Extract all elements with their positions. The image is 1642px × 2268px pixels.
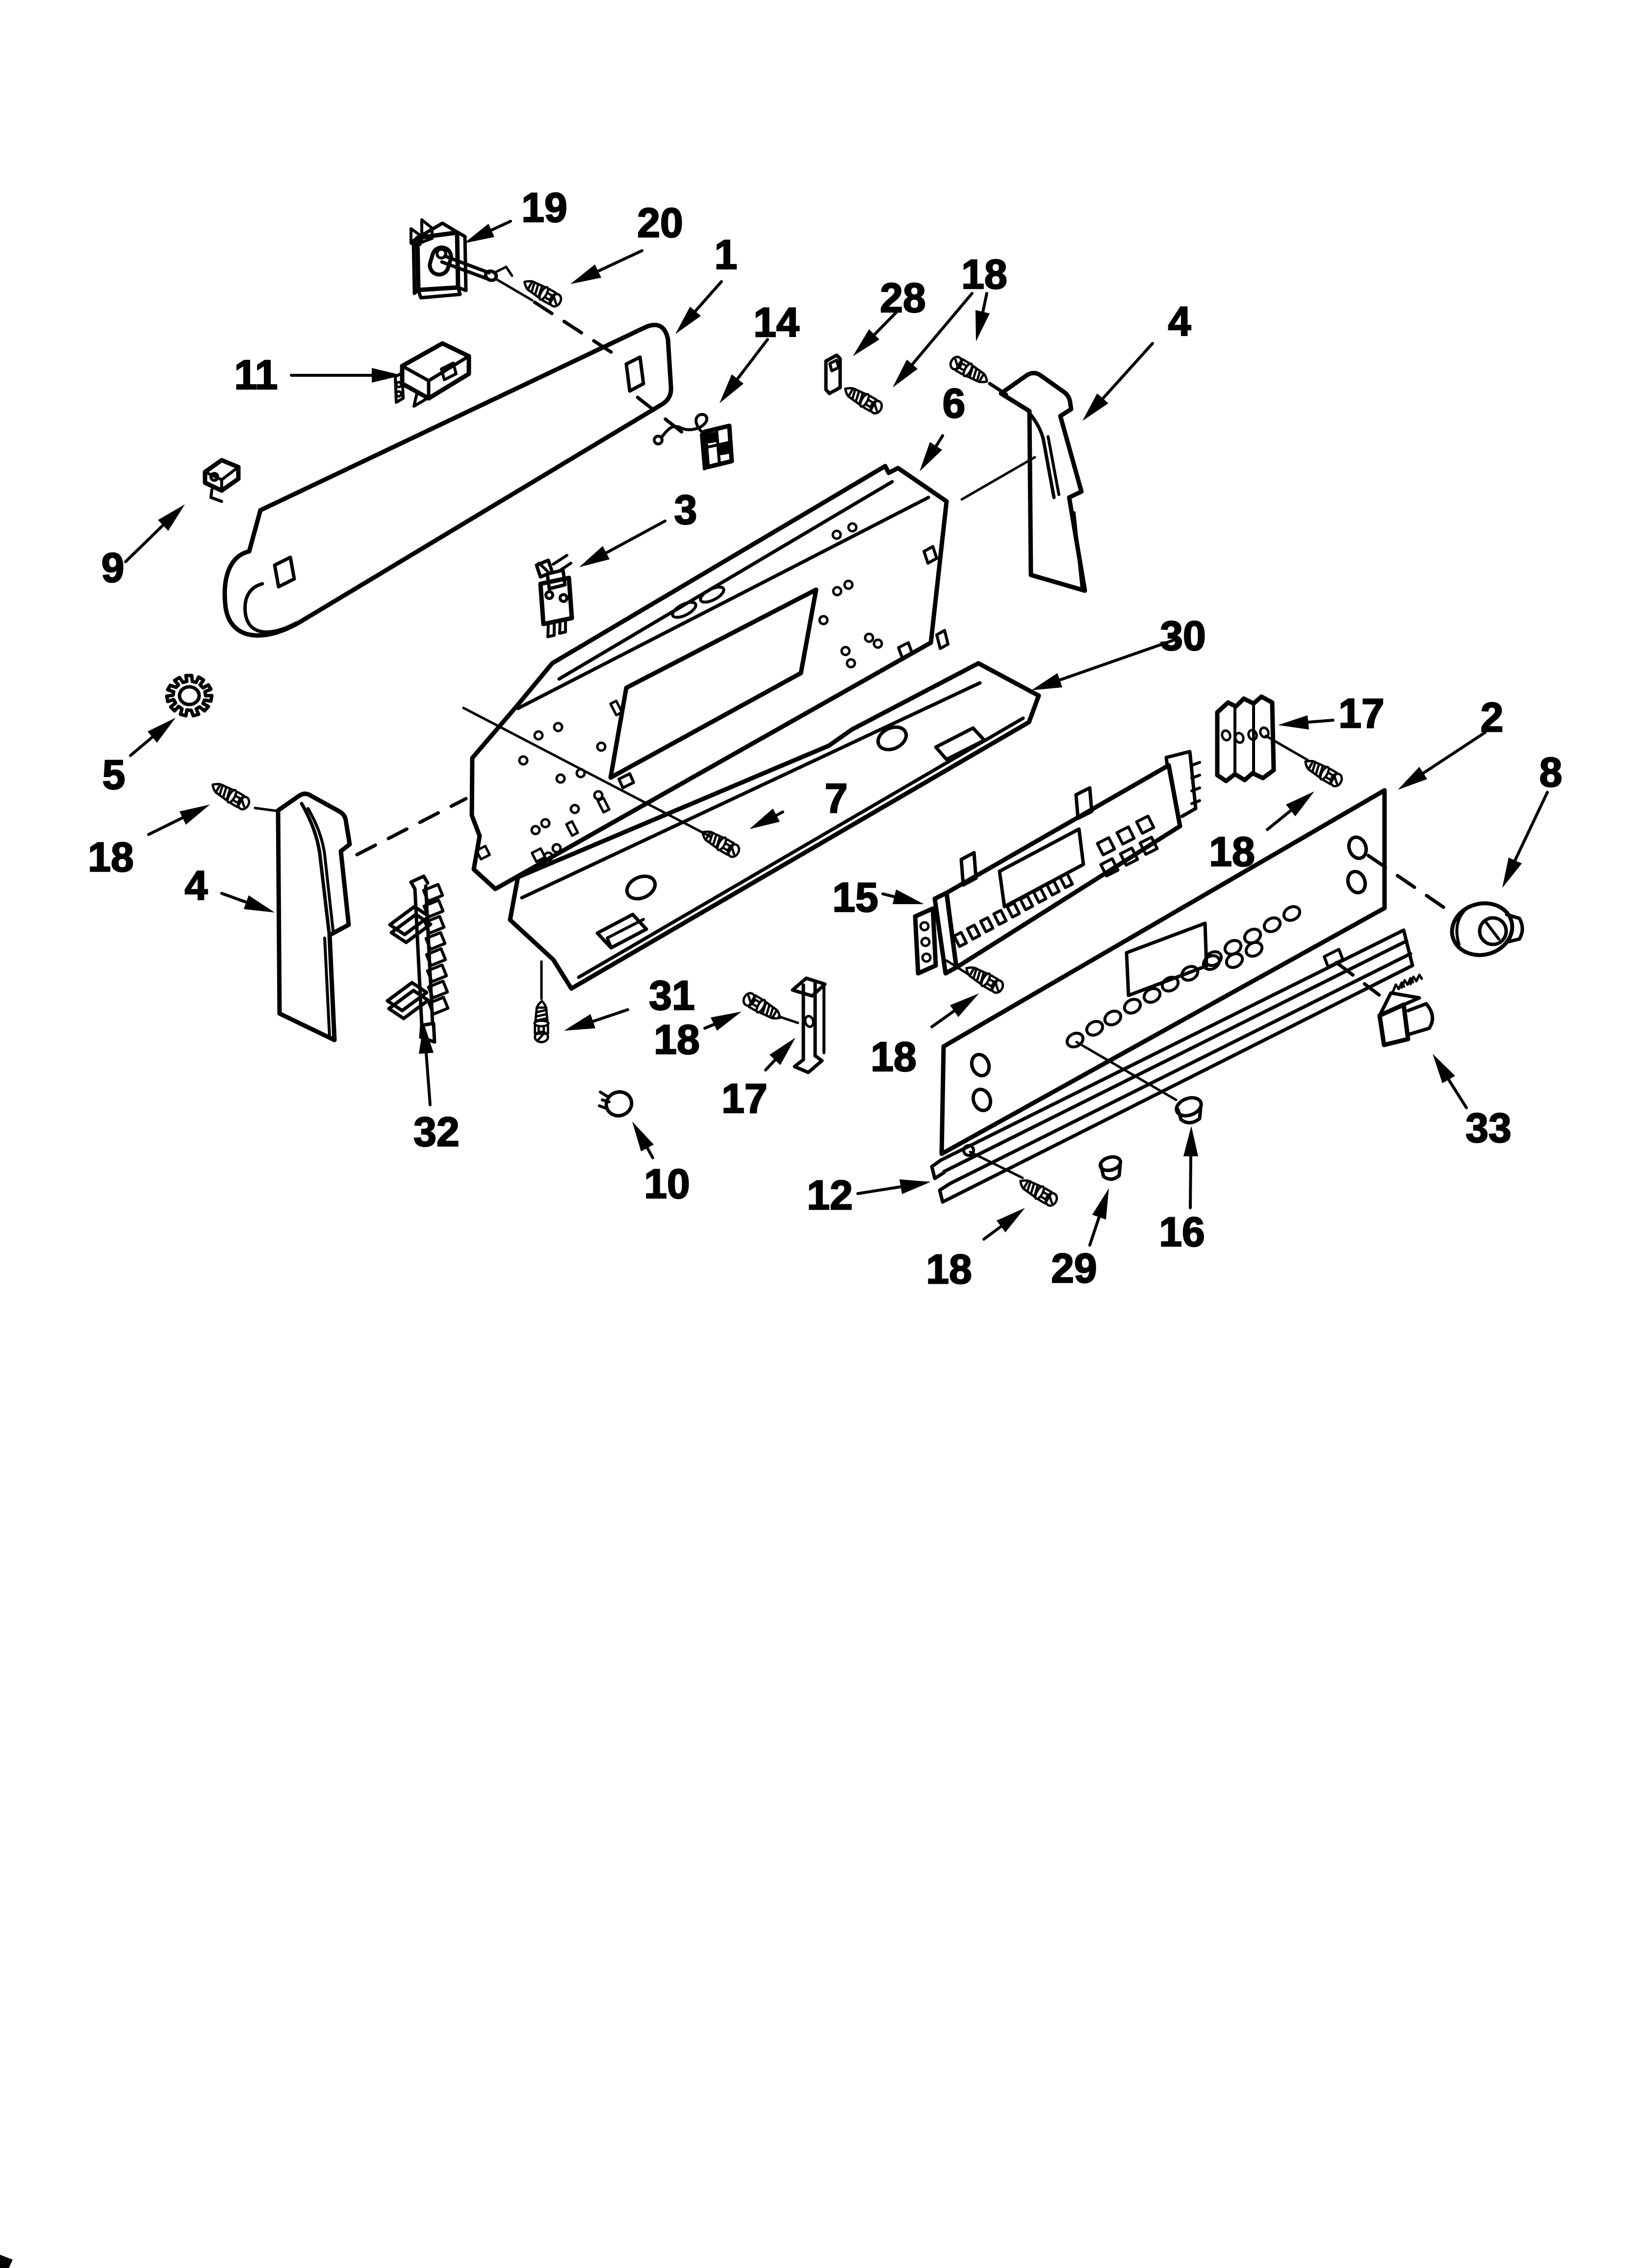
svg-text:4: 4 <box>185 862 208 909</box>
svg-text:12: 12 <box>807 1172 852 1218</box>
svg-text:18: 18 <box>88 834 133 880</box>
svg-text:15: 15 <box>832 874 878 920</box>
svg-text:5: 5 <box>103 752 126 798</box>
svg-text:20: 20 <box>637 200 683 246</box>
svg-text:18: 18 <box>871 1034 916 1080</box>
svg-text:32: 32 <box>413 1109 459 1155</box>
svg-text:29: 29 <box>1051 1245 1097 1291</box>
svg-text:14: 14 <box>753 299 799 345</box>
svg-text:2: 2 <box>1481 694 1504 740</box>
svg-text:6: 6 <box>943 380 966 426</box>
svg-text:3: 3 <box>674 487 697 533</box>
svg-text:4: 4 <box>1168 298 1191 344</box>
svg-text:11: 11 <box>234 352 278 398</box>
svg-text:18: 18 <box>654 1017 699 1063</box>
svg-text:18: 18 <box>961 251 1007 297</box>
svg-text:17: 17 <box>1338 690 1384 736</box>
svg-text:33: 33 <box>1465 1105 1511 1151</box>
svg-text:30: 30 <box>1160 613 1206 659</box>
svg-text:1: 1 <box>715 232 738 278</box>
svg-text:9: 9 <box>102 545 125 591</box>
svg-text:31: 31 <box>649 972 694 1018</box>
svg-text:8: 8 <box>1539 749 1563 795</box>
svg-text:16: 16 <box>1159 1209 1205 1255</box>
svg-text:7: 7 <box>825 775 848 821</box>
svg-text:28: 28 <box>880 275 925 321</box>
svg-text:17: 17 <box>721 1075 767 1121</box>
svg-text:10: 10 <box>644 1161 690 1207</box>
svg-text:18: 18 <box>1209 829 1255 875</box>
svg-text:18: 18 <box>926 1246 972 1292</box>
svg-text:19: 19 <box>521 184 567 231</box>
